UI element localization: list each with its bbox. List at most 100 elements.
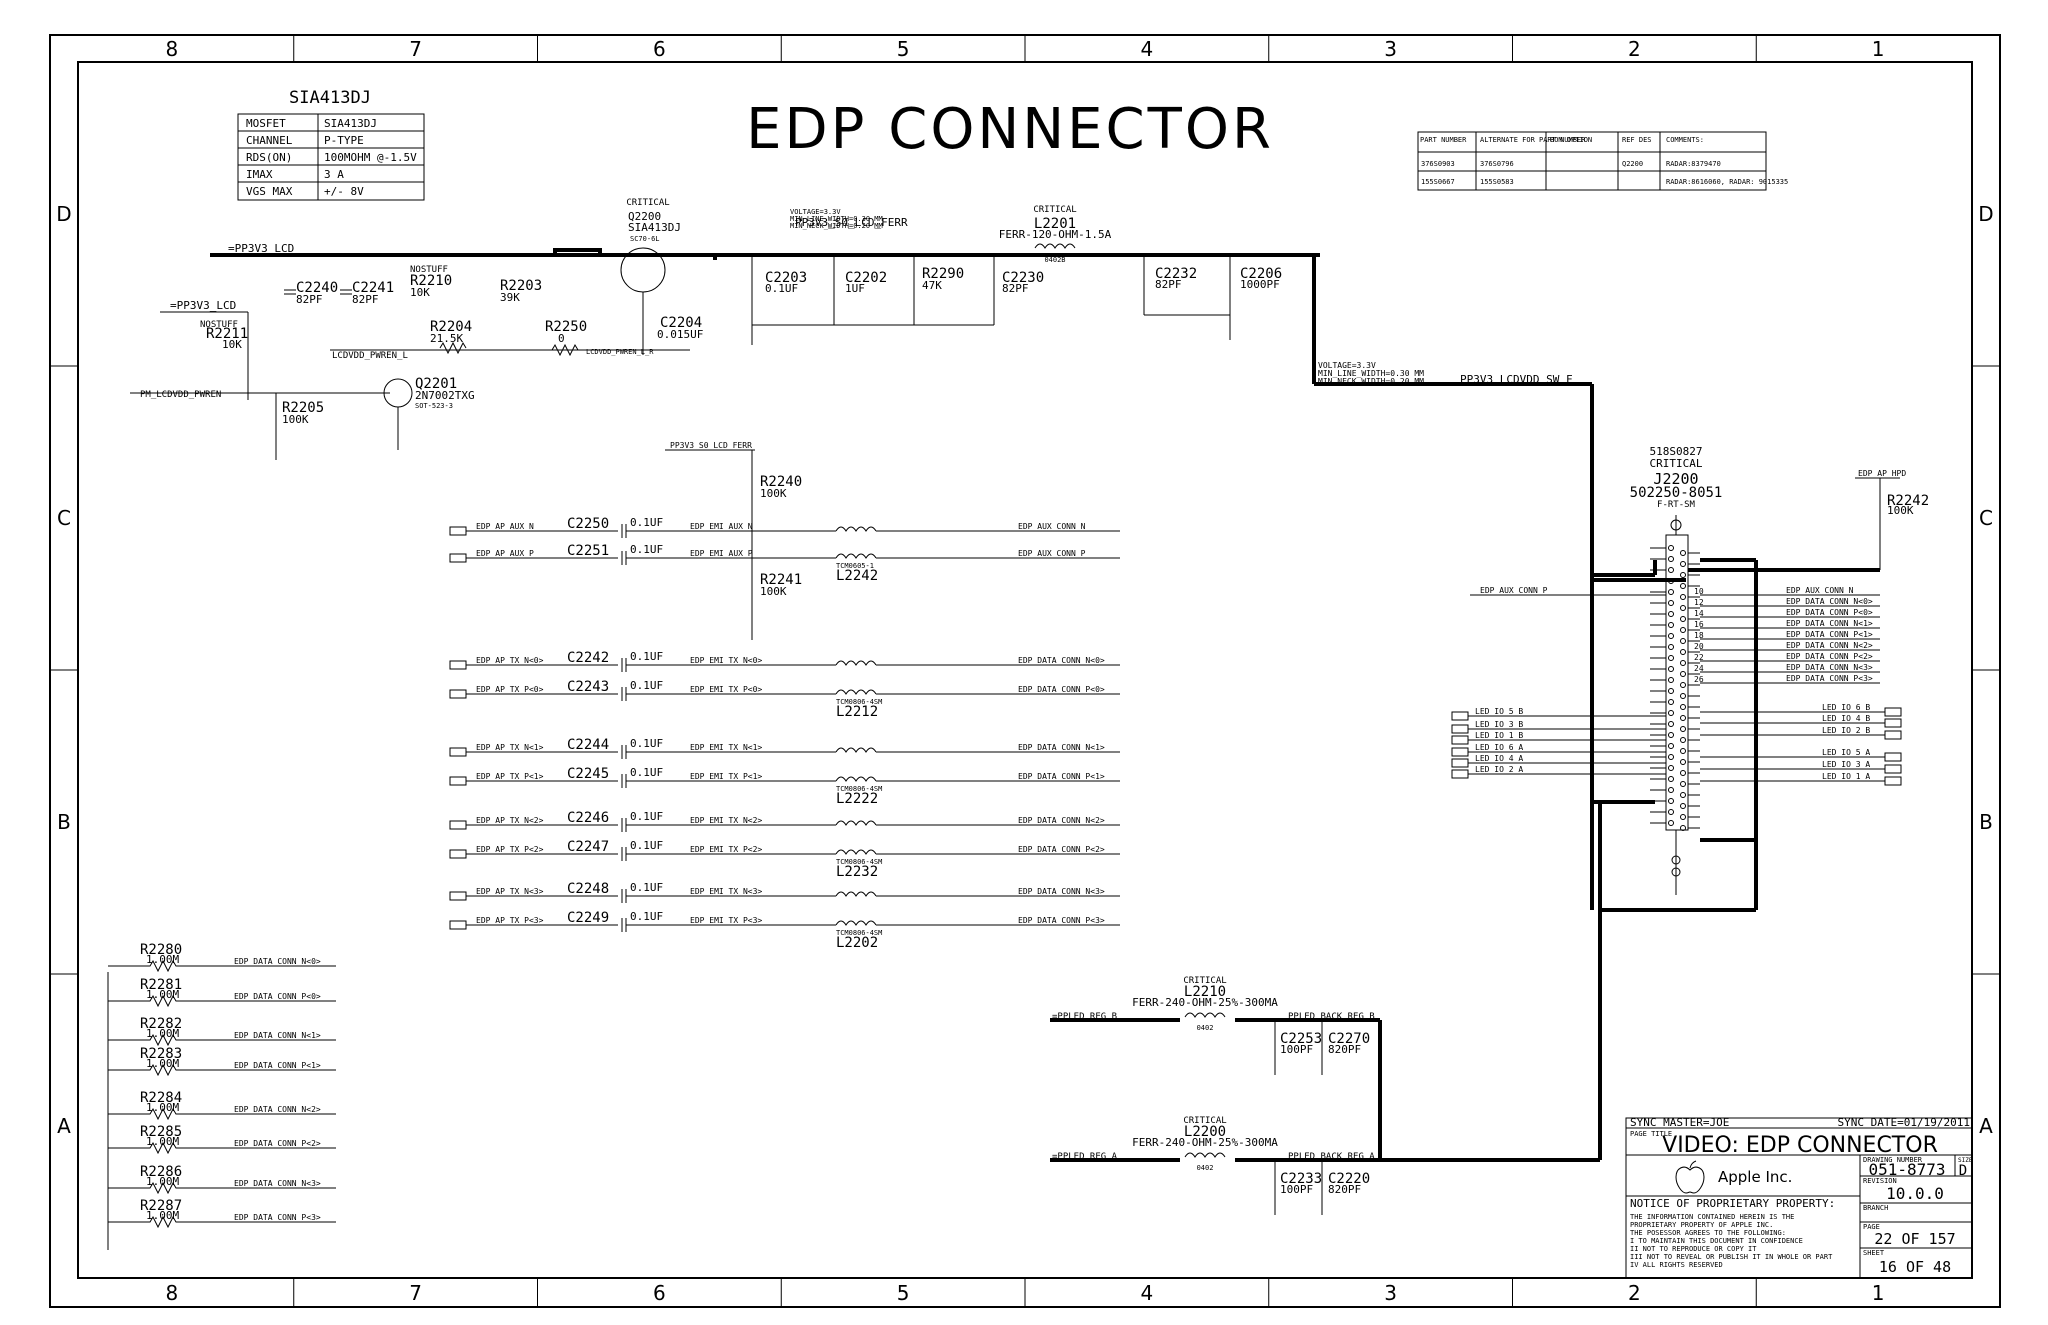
resistor-ref: R2283 — [140, 1046, 182, 1062]
pin-number: 16 — [1694, 620, 1704, 629]
net-label: EDP_DATA_CONN_P<0> — [1786, 608, 1873, 617]
pulldown-resistor — [108, 959, 336, 973]
choke-winding — [835, 526, 877, 532]
net-label: LED_IO_1_B — [1475, 731, 1523, 740]
sheet-title: VIDEO: EDP CONNECTOR — [1662, 1133, 1938, 1158]
net-label: EDP_EMI_TX_N<0> — [690, 656, 762, 665]
net-label: PP3V3_S0_LCD_FERR — [795, 216, 908, 229]
pin-right — [1680, 638, 1686, 644]
net-label: EDP_DATA_CONN_N<1> — [1786, 619, 1873, 628]
row-label: A — [1979, 1114, 1993, 1138]
port-flag — [1884, 707, 1902, 717]
capacitor-value: 0.1UF — [630, 737, 663, 750]
pin-left — [1668, 699, 1674, 705]
net-label: EDP_EMI_TX_N<1> — [690, 743, 762, 752]
choke-ref: L2212 — [836, 704, 878, 720]
pin-right — [1680, 770, 1686, 776]
l2200-ref: L2200 — [1184, 1124, 1226, 1140]
led-filter-b: CRITICAL L2210 FERR-240-OHM-25%-300MA 04… — [1050, 976, 1382, 1160]
sync-master: SYNC_MASTER=JOE — [1630, 1116, 1729, 1129]
voltage-note: MIN_NECK_WIDTH=0.20 MM — [1318, 377, 1424, 386]
capacitor-value: 0.1UF — [630, 839, 663, 852]
net-label: EDP_DATA_CONN_N<3> — [1786, 663, 1873, 672]
pin-left — [1668, 633, 1674, 639]
capacitor-value: 0.1UF — [630, 543, 663, 556]
pin-right — [1680, 704, 1686, 710]
q2201-ref: Q2201 — [415, 376, 457, 392]
net-label: =PPLED_REG_B — [1052, 1012, 1117, 1022]
capacitor-value: 0.1UF — [630, 679, 663, 692]
page-value: 22 OF 157 — [1874, 1230, 1955, 1248]
pin-number: 10 — [1694, 587, 1704, 596]
r2250-ref: R2250 — [545, 319, 587, 335]
bom-cell: RADAR:8379470 — [1666, 160, 1721, 168]
pin-left — [1668, 567, 1674, 573]
j2200-pn: 518S0827 — [1650, 445, 1703, 458]
net-label: LED_IO_4_B — [1822, 714, 1870, 723]
sync-date: SYNC_DATE=01/19/2011 — [1838, 1116, 1970, 1129]
l2201-ref: L2201 — [1034, 216, 1076, 232]
r2240-value: 100K — [760, 487, 787, 500]
net-label: =PP3V3_LCD — [170, 299, 236, 312]
net-label: EDP_EMI_TX_N<2> — [690, 816, 762, 825]
column-label: 5 — [897, 1281, 910, 1305]
l2210-ref: L2210 — [1184, 984, 1226, 1000]
c2206-value: 1000PF — [1240, 278, 1280, 291]
r2205-ref: R2205 — [282, 400, 324, 416]
r2242-ref: R2242 — [1887, 493, 1929, 509]
port-flag — [449, 553, 467, 563]
c2220-ref: C2220 — [1328, 1171, 1370, 1187]
capacitor-value: 0.1UF — [630, 516, 663, 529]
port-flag — [1884, 730, 1902, 740]
c2203-value: 0.1UF — [765, 282, 798, 295]
column-label: 4 — [1141, 37, 1154, 61]
port-flag — [1451, 758, 1469, 768]
l2201-package: 0402B — [1044, 256, 1065, 264]
net-label: EDP_AP_TX_N<0> — [476, 656, 544, 665]
l2210-crit: CRITICAL — [1183, 976, 1226, 986]
r2241-ref: R2241 — [760, 572, 802, 588]
c2204-ref: C2204 — [660, 315, 702, 331]
choke-ref: L2242 — [836, 568, 878, 584]
pin-left — [1668, 666, 1674, 672]
l2201-value: FERR-120-OHM-1.5A — [999, 228, 1112, 241]
net-label: PP3V3_S0_LCD_FERR — [670, 441, 752, 450]
j2200-ref: J2200 — [1653, 470, 1698, 488]
capacitor-ref: C2246 — [567, 810, 609, 826]
net-label: LED_IO_6_B — [1822, 703, 1870, 712]
net-label: LED_IO_6_A — [1475, 743, 1523, 752]
choke-part: TCM0806-4SM — [836, 858, 882, 866]
pin-right — [1680, 781, 1686, 787]
pin-right — [1680, 616, 1686, 622]
c2233-value: 100PF — [1280, 1183, 1313, 1196]
j2200-package: F-RT-SM — [1657, 500, 1696, 510]
choke-ref: L2232 — [836, 864, 878, 880]
notice-line: PROPRIETARY PROPERTY OF APPLE INC. — [1630, 1221, 1773, 1229]
pin-right — [1680, 715, 1686, 721]
spec-key: CHANNEL — [246, 134, 293, 147]
port-flag — [1884, 764, 1902, 774]
pulldown-resistor — [108, 1215, 336, 1229]
net-label: EDP_EMI_TX_P<3> — [690, 916, 762, 925]
r2240-ref: R2240 — [760, 474, 802, 490]
net-label: EDP_DATA_CONN_N<0> — [1018, 656, 1105, 665]
pin-right — [1680, 825, 1686, 831]
c2230-value: 82PF — [1002, 282, 1029, 295]
row-label: B — [57, 810, 71, 834]
pin-left — [1668, 556, 1674, 562]
net-label: EDP_DATA_CONN_P<1> — [1786, 630, 1873, 639]
net-label: EDP_DATA_CONN_P<1> — [1018, 772, 1105, 781]
pin-left — [1668, 809, 1674, 815]
pin-left — [1668, 600, 1674, 606]
r2210-ref: R2210 — [410, 273, 452, 289]
notice-lines: THE INFORMATION CONTAINED HEREIN IS THEP… — [1630, 1213, 1833, 1269]
capacitor-value: 0.1UF — [630, 881, 663, 894]
c2232-ref: C2232 — [1155, 266, 1197, 282]
capacitor-ref: C2243 — [567, 679, 609, 695]
port-flag — [449, 920, 467, 930]
net-label: EDP_DATA_CONN_N<2> — [234, 1105, 321, 1114]
r2203-value: 39K — [500, 291, 520, 304]
